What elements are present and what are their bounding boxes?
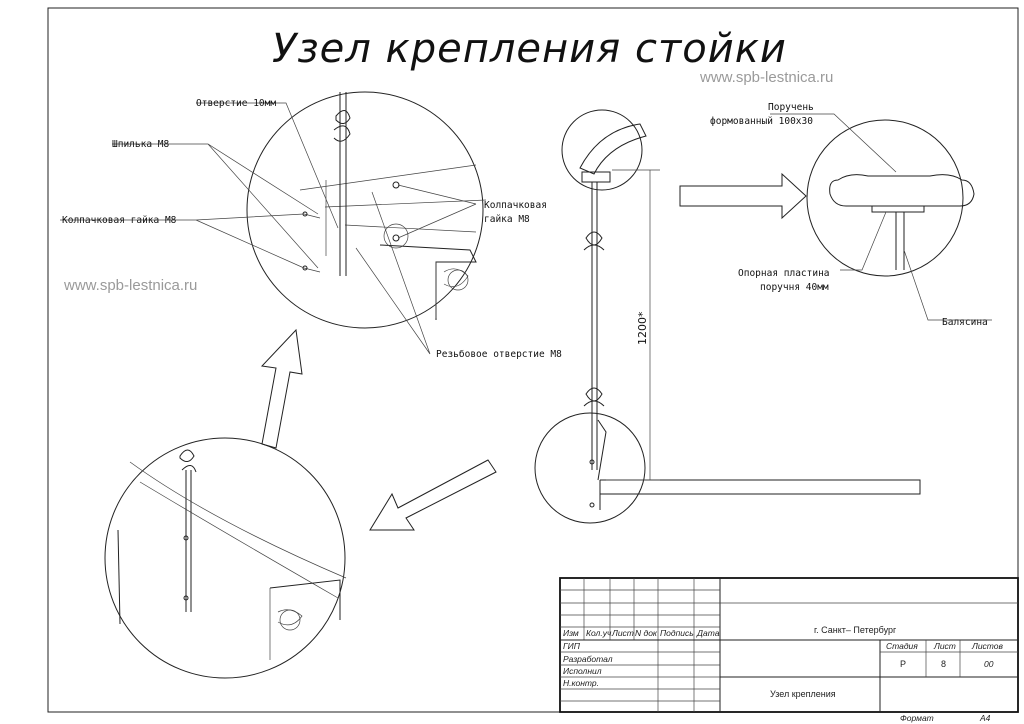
tb-header-podpis: Подпись — [660, 628, 694, 638]
tb-header-izm: Изм — [563, 628, 579, 638]
drawing-title: Узел крепления стойки — [272, 26, 787, 72]
title-block — [559, 577, 1019, 713]
callout-hole: Отверстие 10мм — [196, 98, 276, 109]
tb-role-executor: Исполнил — [563, 666, 602, 676]
detail-circle-bottom-left — [104, 437, 347, 679]
leader-lines — [60, 102, 992, 355]
arrow-right — [679, 172, 807, 220]
callout-plate-line2: поручня 40мм — [760, 282, 829, 293]
callout-threaded-hole: Резьбовое отверстие М8 — [436, 349, 562, 360]
handrail-section — [806, 119, 975, 277]
tb-format: А4 — [979, 713, 991, 723]
callout-cap-nut-right-line2: гайка М8 — [484, 214, 530, 225]
tb-role-developer: Разработал — [563, 654, 613, 664]
tb-stage: Р — [900, 659, 906, 669]
detail-circle-top-left — [246, 91, 487, 329]
watermark-left: www.spb-lestnica.ru — [63, 277, 197, 294]
tb-header-data: Дата — [696, 628, 720, 638]
tb-header-kol: Кол.уч — [586, 628, 612, 638]
callout-cap-nut-left: Колпачковая гайка М8 — [62, 215, 177, 226]
post-elevation — [534, 109, 921, 524]
arrow-up — [260, 328, 303, 449]
tb-sheets: 00 — [984, 659, 994, 669]
tb-role-control: Н.контр. — [563, 678, 599, 688]
callout-handrail-line1: Поручень — [768, 102, 814, 113]
tb-header-list: Лист — [611, 628, 634, 638]
arrow-down-left — [369, 459, 497, 531]
tb-sheet: 8 — [941, 659, 946, 669]
tb-sheet-label: Лист — [933, 641, 956, 651]
tb-drawing-name: Узел крепления — [770, 689, 836, 699]
tb-format-label: Формат — [900, 713, 934, 723]
callout-plate-line1: Опорная пластина — [738, 268, 830, 279]
tb-header-ndok: N док — [635, 628, 658, 638]
sheet-frame — [47, 7, 1019, 713]
callout-baluster: Балясина — [942, 317, 988, 328]
dimension-1200: 1200* — [636, 311, 649, 345]
tb-role-gip: ГИП — [563, 641, 581, 651]
watermark-top: www.spb-lestnica.ru — [699, 69, 833, 86]
tb-sheets-label: Листов — [971, 641, 1004, 651]
callout-stud: Шпилька М8 — [112, 139, 169, 150]
callout-handrail-line2: формованный 100х30 — [710, 116, 813, 127]
callout-cap-nut-right-line1: Колпачковая — [484, 200, 547, 211]
tb-city: г. Санкт– Петербург — [814, 625, 897, 635]
tb-stage-label: Стадия — [886, 641, 918, 651]
